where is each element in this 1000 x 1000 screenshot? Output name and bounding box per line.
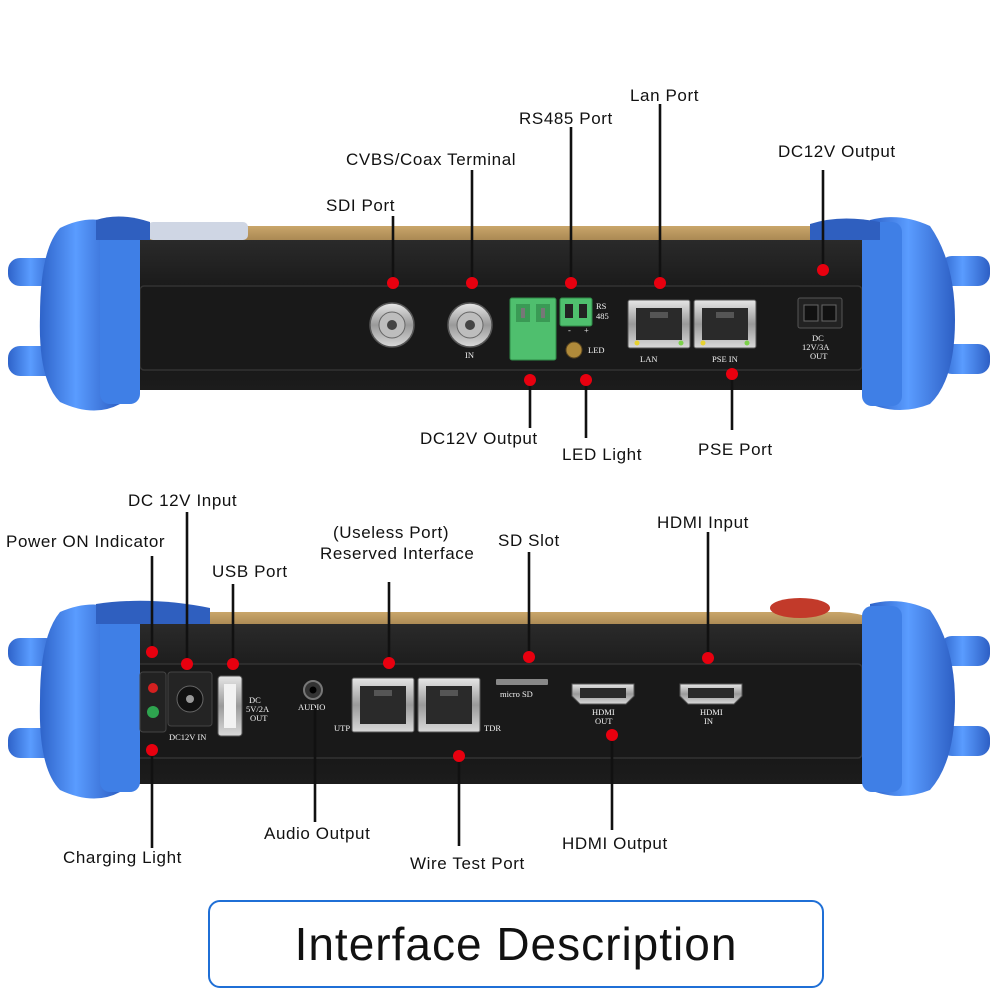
rs485-plus-silk: + <box>584 325 589 335</box>
callout-dc12v-output-bottom: DC12V Output <box>420 374 538 448</box>
lan-silk: LAN <box>640 354 657 364</box>
callout-label-hdmi-output: HDMI Output <box>562 834 668 853</box>
callout-reserved-interface: (Useless Port) Reserved Interface <box>320 523 474 669</box>
bottom-device-red-key <box>770 598 830 618</box>
page-title: Interface Description <box>294 918 738 970</box>
utp-silk: UTP <box>334 723 350 733</box>
rs485-terminal: RS 485 - + <box>559 297 609 335</box>
dc-out-silk-dc: DC <box>812 333 824 343</box>
callout-dc-input: DC 12V Input <box>128 491 237 670</box>
hdmi-in-silk-1: HDMI <box>700 707 723 717</box>
callout-label-audio-output: Audio Output <box>264 824 370 843</box>
callout-label-power-on: Power ON Indicator <box>6 532 165 551</box>
callout-led-light: LED Light <box>562 374 642 464</box>
usb-silk-dc: DC <box>249 695 261 705</box>
cvbs-coax-connector: IN <box>447 302 493 360</box>
sd-slot: micro SD <box>496 679 548 699</box>
callout-wire-test-port: Wire Test Port <box>410 750 525 873</box>
callout-rs485-port: RS485 Port <box>519 109 613 289</box>
bottom-right-bumper <box>862 601 990 796</box>
callout-power-on: Power ON Indicator <box>6 532 165 658</box>
callout-label-lan-port: Lan Port <box>630 86 699 105</box>
top-callouts: Lan Port RS485 Port CVBS/Coax Terminal S… <box>326 86 896 464</box>
hdmi-output-jack: HDMI OUT <box>571 683 635 726</box>
callout-label-dc12v-output-bottom: DC12V Output <box>420 429 538 448</box>
usb-port-jack: DC 5V/2A OUT <box>217 675 270 737</box>
callout-usb-port: USB Port <box>212 562 288 670</box>
reserved-rj45-jack: UTP <box>334 677 415 733</box>
dc12v-output-terminal <box>509 297 557 361</box>
callout-label-rs485-port: RS485 Port <box>519 109 613 128</box>
callout-cvbs-coax: CVBS/Coax Terminal <box>346 150 516 289</box>
bottom-callouts: DC 12V Input Power ON Indicator USB Port… <box>6 491 749 873</box>
callout-label-pse-port: PSE Port <box>698 440 773 459</box>
top-left-bumper <box>8 216 150 411</box>
dc-out-silk-rating: 12V/3A <box>802 342 830 352</box>
rs485-minus-silk: - <box>568 325 571 335</box>
callout-label-sdi-port: SDI Port <box>326 196 395 215</box>
hdmi-out-silk-1: HDMI <box>592 707 615 717</box>
callout-label-dc-input: DC 12V Input <box>128 491 237 510</box>
top-right-bumper <box>810 217 990 410</box>
callout-label-led-light: LED Light <box>562 445 642 464</box>
led-light-indicator: LED <box>565 341 605 359</box>
bottom-device-panel <box>133 663 863 759</box>
top-device: IN RS 485 - + LED <box>8 216 990 411</box>
led-silk: LED <box>588 345 605 355</box>
tdr-silk: TDR <box>484 723 501 733</box>
micro-sd-silk: micro SD <box>500 689 533 699</box>
lan-port-jack: LAN <box>627 299 691 364</box>
audio-silk: AUDIO <box>298 702 325 712</box>
callout-label-dc12v-output-right: DC12V Output <box>778 142 896 161</box>
callout-dc12v-output-right: DC12V Output <box>778 142 896 276</box>
callout-pse-port: PSE Port <box>698 368 773 459</box>
pse-port-jack: PSE IN <box>693 299 757 364</box>
callout-label-hdmi-input: HDMI Input <box>657 513 749 532</box>
cvbs-in-silk: IN <box>465 350 474 360</box>
callout-charging-light: Charging Light <box>63 744 182 867</box>
callout-label-wire-test-port: Wire Test Port <box>410 854 525 873</box>
usb-silk-rating: 5V/2A <box>246 704 270 714</box>
audio-output-jack: AUDIO <box>298 680 325 712</box>
rs485-rs-silk: RS <box>596 301 607 311</box>
dc12v-in-silk: DC12V IN <box>169 732 206 742</box>
hdmi-out-silk-2: OUT <box>595 716 613 726</box>
power-indicator-leds <box>139 671 167 733</box>
bottom-left-bumper <box>8 600 210 799</box>
callout-label-usb-port: USB Port <box>212 562 288 581</box>
wire-test-rj45-jack: TDR <box>417 677 501 733</box>
callout-audio-output: Audio Output <box>264 708 370 843</box>
callout-hdmi-input: HDMI Input <box>657 513 749 664</box>
rs485-485-silk: 485 <box>596 311 609 321</box>
top-device-keys <box>148 222 248 240</box>
callout-sd-slot: SD Slot <box>498 531 560 663</box>
usb-silk-out: OUT <box>250 713 268 723</box>
callout-label-reserved-interface: Reserved Interface <box>320 544 474 563</box>
dc12v-input-jack: DC12V IN <box>167 671 213 742</box>
dc-out-silk-out: OUT <box>810 351 828 361</box>
callout-label-charging-light: Charging Light <box>63 848 182 867</box>
title-banner: Interface Description <box>208 900 824 988</box>
callout-label-useless-port: (Useless Port) <box>333 523 449 542</box>
bottom-device: DC12V IN DC 5V/2A OUT AUDIO UTP TDR <box>8 598 990 799</box>
hdmi-in-silk-2: IN <box>704 716 713 726</box>
sdi-port-connector <box>369 302 415 348</box>
hdmi-input-jack: HDMI IN <box>679 683 743 726</box>
dc12v-output-jack: DC 12V/3A OUT <box>797 297 843 361</box>
callout-label-cvbs-coax: CVBS/Coax Terminal <box>346 150 516 169</box>
callout-sdi-port: SDI Port <box>326 196 399 289</box>
pse-in-silk: PSE IN <box>712 354 738 364</box>
callout-label-sd-slot: SD Slot <box>498 531 560 550</box>
callout-lan-port: Lan Port <box>630 86 699 289</box>
callout-hdmi-output: HDMI Output <box>562 729 668 853</box>
